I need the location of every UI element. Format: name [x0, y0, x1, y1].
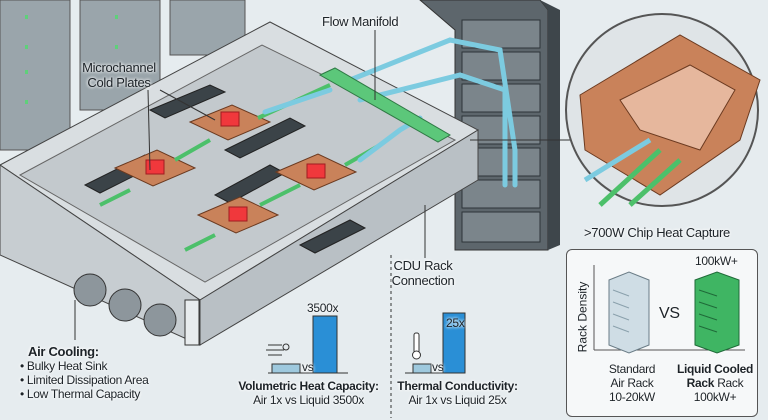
cdu-line1: CDU Rack — [393, 258, 453, 273]
heat-capacity-chart — [266, 315, 348, 374]
liquid-rack-icon — [694, 271, 740, 354]
liquid-rack-line3: 100kW+ — [693, 390, 737, 404]
air-bar — [412, 363, 432, 374]
server-chassis — [0, 21, 518, 346]
conductivity-caption: Thermal Conductivity: Air 1x vs Liquid 2… — [385, 379, 530, 407]
heat-capacity-subtitle: Air 1x vs Liquid 3500x — [253, 393, 364, 407]
thermal-conductivity-chart — [405, 312, 466, 374]
liquid-rack-top-label: 100kW+ — [695, 254, 738, 268]
liquid-rack-caption: Liquid Cooled Rack Rack 100kW+ — [670, 362, 760, 404]
air-cooling-title: Air Cooling: — [28, 344, 99, 359]
air-rack-line2: Air Rack — [610, 376, 654, 390]
liquid-bar — [442, 312, 466, 374]
cold-plates-line2: Cold Plates — [87, 75, 151, 90]
rack-density-figure — [593, 265, 745, 354]
heat-capacity-title: Volumetric Heat Capacity: — [238, 379, 379, 393]
vs-label: vs — [302, 360, 314, 374]
rack-vs-label: VS — [659, 305, 680, 322]
air-cooling-bullet: • Bulky Heat Sink — [20, 359, 108, 373]
air-rack-line3: 10-20kW — [609, 390, 655, 404]
heat-capacity-liquid-value: 3500x — [307, 301, 339, 315]
rack-density-panel: Rack Density VS 100kW+ Standard Air Rack… — [566, 249, 758, 417]
liquid-rack-line1: Liquid Cooled — [676, 362, 754, 376]
chip-magnifier — [565, 13, 761, 207]
heat-capacity-caption: Volumetric Heat Capacity: Air 1x vs Liqu… — [226, 379, 391, 407]
air-rack-caption: Standard Air Rack 10-20kW — [597, 362, 667, 404]
liquid-rack-line2-rest: Rack — [714, 376, 744, 390]
flow-manifold — [318, 67, 451, 143]
cold-plates-label: Microchannel Cold Plates — [64, 60, 174, 90]
chip-heat-label: >700W Chip Heat Capture — [584, 225, 730, 240]
vs-label: vs — [432, 360, 444, 374]
air-cooling-bullet: • Limited Dissipation Area — [20, 373, 149, 387]
air-rack-line1: Standard — [608, 362, 656, 376]
liquid-bar — [312, 315, 338, 374]
background-racks — [0, 0, 246, 151]
chip-icons — [145, 111, 326, 222]
air-bar — [271, 363, 301, 374]
cold-plates-line1: Microchannel — [82, 60, 156, 75]
air-cooling-list: Air Cooling: • Bulky Heat Sink • Limited… — [20, 344, 149, 401]
cdu-line2: Connection — [391, 273, 455, 288]
conductivity-subtitle: Air 1x vs Liquid 25x — [408, 393, 507, 407]
air-rack-icon — [608, 271, 650, 354]
liquid-rack-line2-bold: Rack — [686, 376, 715, 390]
conductivity-liquid-value: 25x — [446, 316, 465, 330]
cdu-label: CDU Rack Connection — [388, 258, 458, 288]
conductivity-title: Thermal Conductivity: — [397, 379, 518, 393]
airflow-icon — [266, 343, 290, 356]
air-cooling-bullet: • Low Thermal Capacity — [20, 387, 141, 401]
flow-manifold-label: Flow Manifold — [322, 14, 399, 29]
thermometer-icon — [412, 332, 421, 360]
